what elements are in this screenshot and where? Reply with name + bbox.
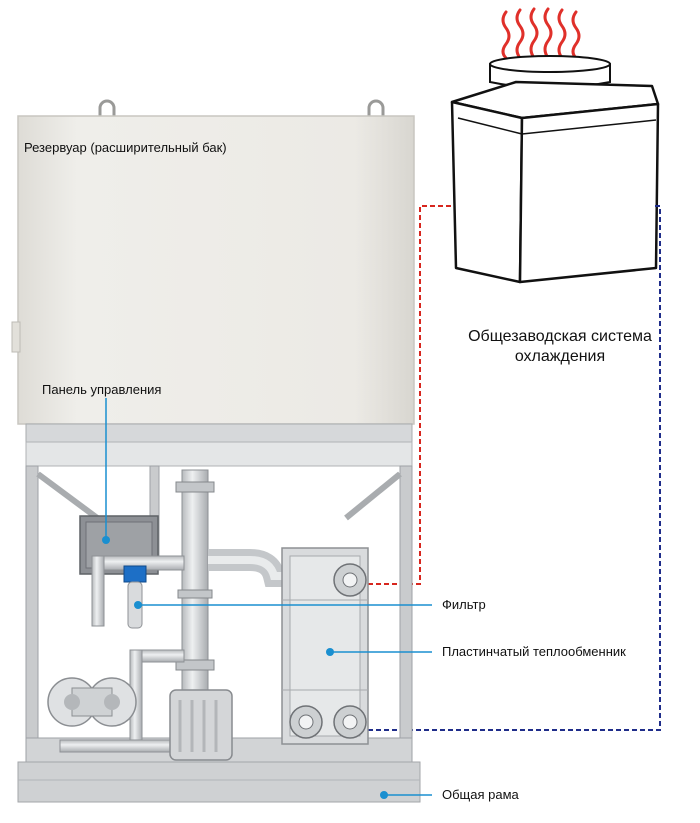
- tower-fan-top: [489, 55, 611, 73]
- frame-brace: [36, 471, 102, 523]
- heat-waves: [501, 7, 581, 60]
- label-filter: Фильтр: [442, 597, 486, 612]
- tank-base-lip: [25, 441, 413, 467]
- plate-heat-exchanger: [281, 547, 369, 745]
- cold-supply-line: [368, 205, 661, 731]
- tank-base-rim: [25, 423, 413, 443]
- heat-wave: [543, 7, 553, 60]
- lifting-lug: [98, 99, 116, 116]
- tower-front-face: [450, 100, 524, 284]
- frame-post: [25, 465, 39, 763]
- reservoir-tank: [11, 99, 415, 467]
- heat-wave: [557, 8, 567, 60]
- label-plant-cooling: Общезаводская система охлаждения: [442, 327, 678, 367]
- label-common-frame: Общая рама: [442, 787, 519, 802]
- label-heat-exchanger: Пластинчатый теплообменник: [442, 644, 626, 659]
- hot-return-line: [368, 205, 452, 585]
- heat-wave: [529, 7, 539, 60]
- vertical-pipe: [91, 555, 105, 627]
- elbow-pipe-shade: [208, 556, 288, 580]
- callouts: [102, 398, 432, 799]
- callout-dot: [380, 791, 388, 799]
- lifting-lug: [367, 99, 385, 116]
- heat-wave: [571, 10, 581, 60]
- label-control-panel: Панель управления: [42, 382, 162, 397]
- common-frame-base: [17, 761, 421, 803]
- tower-side-face: [518, 102, 660, 284]
- label-plant-cooling-line2: охлаждения: [514, 348, 606, 365]
- horizontal-pipe: [135, 649, 185, 663]
- label-reservoir: Резервуар (расширительный бак): [24, 140, 227, 155]
- tank-side-fitting: [11, 321, 21, 353]
- pipe-flange: [177, 589, 213, 599]
- heat-wave: [515, 8, 525, 60]
- frame-post: [399, 465, 413, 763]
- label-plant-cooling-line1: Общезаводская система: [468, 328, 652, 345]
- filter-unit: [123, 565, 147, 629]
- heat-wave: [501, 10, 511, 60]
- tower-band: [521, 119, 657, 135]
- diaphragm-pump: [47, 677, 137, 727]
- tower-band: [457, 117, 523, 135]
- callout-dot: [326, 648, 334, 656]
- pipe-flange: [175, 481, 215, 493]
- lower-pipe: [59, 739, 181, 753]
- frame-brace: [344, 471, 402, 521]
- tank-body: [17, 115, 415, 425]
- callout-dot: [134, 601, 142, 609]
- pipe-flange: [175, 659, 215, 671]
- cooling-tower: [450, 7, 660, 284]
- callout-dot: [102, 536, 110, 544]
- main-pump-motor: [169, 689, 233, 761]
